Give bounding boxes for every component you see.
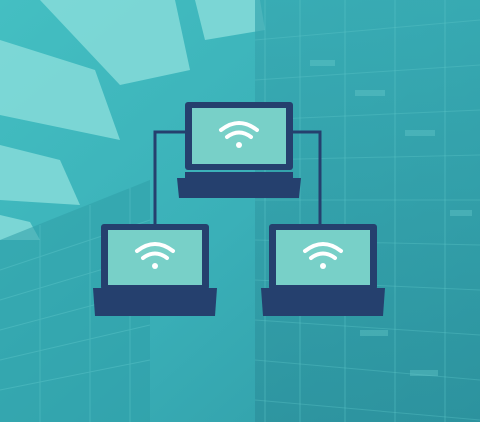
laptop-icon: [261, 224, 385, 316]
wifi-icon: [135, 242, 175, 269]
laptop-left: [93, 224, 217, 316]
wifi-icon: [219, 121, 259, 148]
wifi-icon: [303, 242, 343, 269]
network-connector-lines: [153, 130, 322, 228]
laptop-top: [177, 102, 301, 198]
right-server-rack: [254, 0, 480, 422]
laptop-icon: [93, 224, 217, 316]
laptop-icon: [177, 102, 301, 198]
laptop-right: [261, 224, 385, 316]
